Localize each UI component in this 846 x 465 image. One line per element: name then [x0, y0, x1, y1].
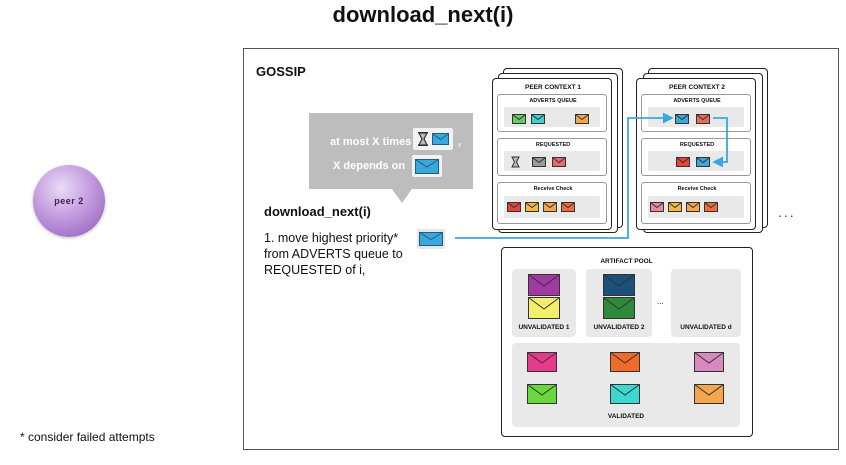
step-1-rest: from ADVERTS queue to REQUESTED of i,: [264, 247, 403, 277]
footnote: * consider failed attempts: [20, 430, 155, 444]
page-title: download_next(i): [332, 2, 514, 27]
context-1-title: PEER CONTEXT 1: [525, 84, 581, 91]
context-2-title: PEER CONTEXT 2: [669, 84, 725, 91]
envelope-icon: [552, 157, 566, 167]
context-1-requested-label: REQUESTED: [535, 142, 571, 148]
envelope-icon: [532, 157, 546, 167]
envelope-icon: [603, 297, 635, 319]
bubble-comma: ,: [458, 136, 462, 148]
envelope-icon: [415, 159, 439, 174]
envelope-icon: [507, 202, 521, 212]
envelope-icon: [694, 352, 724, 372]
unvalidated-d-label: UNVALIDATED d: [680, 324, 732, 331]
envelope-icon: [543, 202, 557, 212]
envelope-icon: [528, 274, 560, 296]
envelope-icon: [704, 202, 718, 212]
envelope-icon: [694, 384, 724, 404]
envelope-icon: [650, 202, 664, 212]
envelope-icon: [575, 114, 589, 124]
envelope-icon: [528, 297, 560, 319]
unvalidated-2-label: UNVALIDATED 2: [593, 324, 645, 331]
gossip-label: GOSSIP: [256, 64, 306, 79]
gossip-frame: [243, 48, 839, 450]
envelope-icon: [686, 202, 700, 212]
pool-dots: ...: [657, 297, 664, 306]
context-2-receive-label: Receive Check: [677, 186, 717, 192]
context-1-adverts-label: ADVERTS QUEUE: [529, 98, 577, 104]
hourglass-icon: [418, 132, 428, 146]
envelope-icon: [603, 274, 635, 296]
step-1-first: 1. move highest priority*: [264, 231, 399, 245]
peer-node[interactable]: peer 2: [33, 165, 105, 237]
bubble-line-2: X depends on: [333, 160, 406, 172]
envelope-icon: [512, 114, 526, 124]
unvalidated-1-label: UNVALIDATED 1: [518, 324, 570, 331]
envelope-icon: [696, 114, 710, 124]
validated-label: VALIDATED: [607, 413, 645, 420]
info-bubble: [309, 113, 473, 189]
context-2-adverts-label: ADVERTS QUEUE: [673, 98, 721, 104]
envelope-icon: [675, 114, 689, 124]
unvalidated-d-box: [671, 269, 741, 337]
bubble-line-1: at most X times: [330, 136, 412, 148]
envelope-icon: [432, 133, 449, 145]
envelope-icon: [610, 352, 640, 372]
envelope-icon: [527, 384, 557, 404]
envelope-icon: [561, 202, 575, 212]
envelope-icon: [610, 384, 640, 404]
hourglass-icon: [511, 156, 520, 168]
steps-heading: download_next(i): [264, 204, 371, 219]
step-1: 1. move highest priority* from ADVERTS q…: [264, 230, 449, 278]
context-1-receive-label: Receive Check: [533, 186, 573, 192]
envelope-icon: [527, 352, 557, 372]
envelope-icon: [525, 202, 539, 212]
flow-arrow-to-adverts: [455, 112, 674, 239]
pool-title: ARTIFACT POOL: [600, 258, 653, 265]
envelope-icon: [676, 157, 690, 167]
envelope-icon: [419, 232, 443, 246]
context-2-requested-label: REQUESTED: [679, 142, 715, 148]
peer-label: peer 2: [54, 196, 84, 206]
flow-arrow-to-requested: [712, 117, 728, 168]
envelope-icon: [531, 114, 545, 124]
envelope-icon: [696, 157, 710, 167]
context-1-adverts: ADVERTS QUEUE: [497, 94, 607, 132]
bubble-tail: [392, 189, 412, 203]
envelope-icon: [668, 202, 682, 212]
more-peers-ellipsis: ...: [778, 204, 796, 220]
